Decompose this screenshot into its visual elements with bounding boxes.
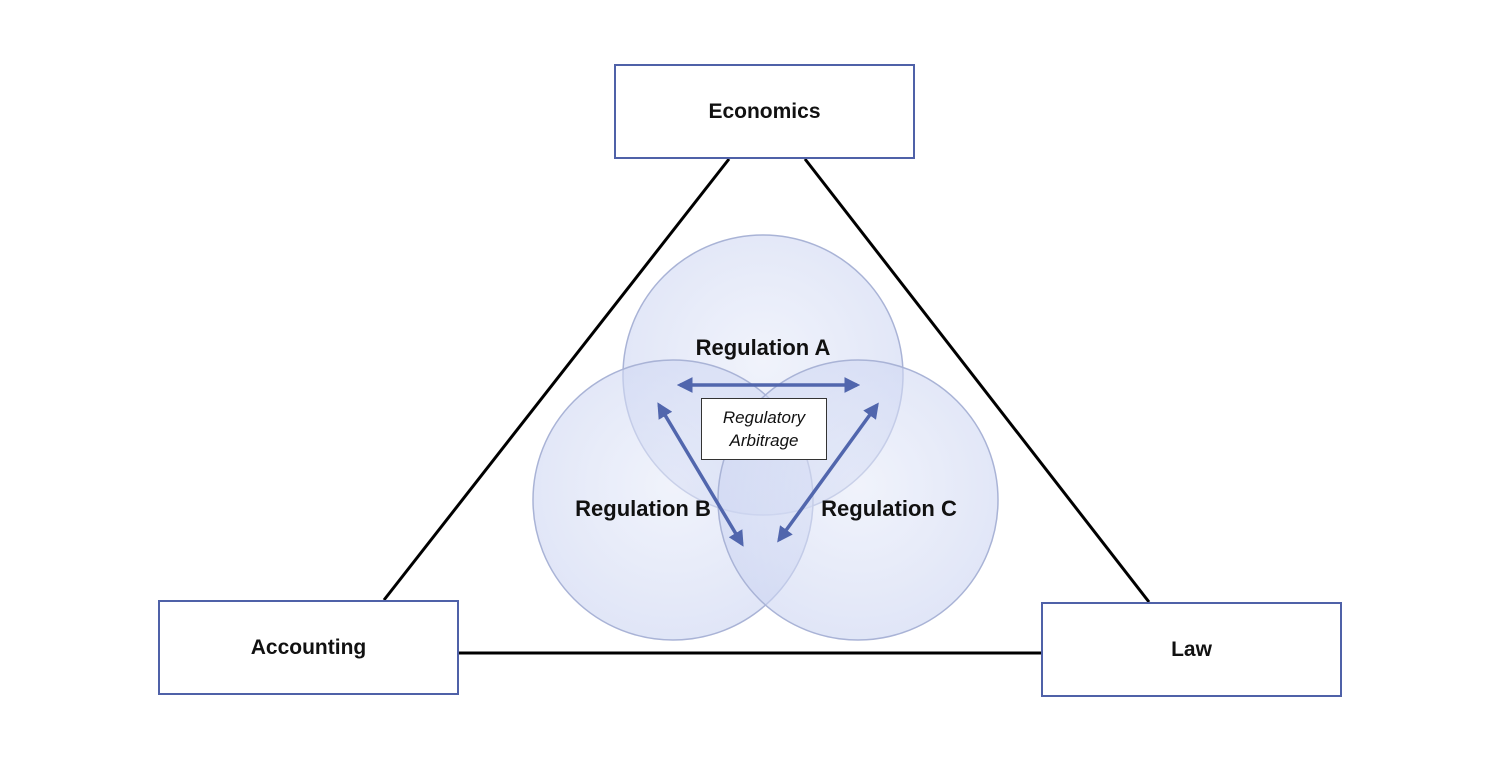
accounting-box: Accounting — [158, 600, 459, 695]
regulatory-arbitrage-box: Regulatory Arbitrage — [701, 398, 827, 460]
regulation-a-label: Regulation A — [695, 335, 831, 360]
law-box: Law — [1041, 602, 1342, 697]
connector-economics-accounting — [382, 158, 731, 601]
arrow-left-diagonal — [657, 402, 744, 547]
regulation-b-label: Regulation B — [575, 496, 711, 521]
regulation-c-label: Regulation C — [821, 496, 957, 521]
arbitrage-line-2: Arbitrage — [729, 431, 799, 450]
economics-box: Economics — [614, 64, 915, 159]
connector-economics-law — [803, 158, 1151, 603]
arbitrage-line-1: Regulatory — [722, 408, 806, 427]
arrow-right-diagonal — [777, 402, 879, 543]
